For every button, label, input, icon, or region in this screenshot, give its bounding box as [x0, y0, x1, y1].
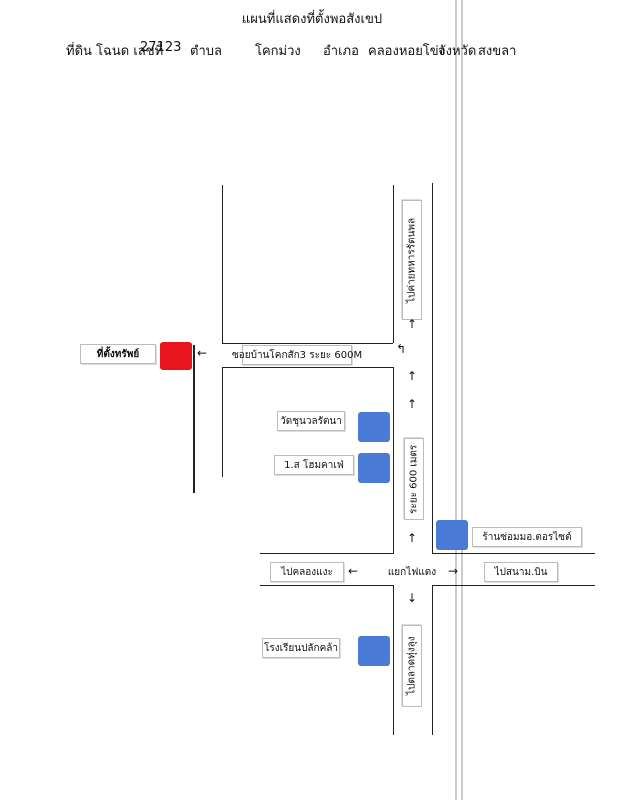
tambon-label: ตำบล: [190, 44, 222, 59]
arrow-up-icon: ↑: [407, 531, 418, 545]
cross-road-north-edge-west: [260, 553, 394, 554]
main-road-west-edge-upper: [393, 185, 394, 343]
south-road-west-edge: [393, 585, 394, 735]
junction-label: แยกไฟแดง: [379, 562, 445, 582]
arrow-up-icon: ↑: [407, 397, 418, 411]
shop-label: ร้านซ่อมมอ.ตอรไซต์: [472, 527, 582, 547]
soi-label: ซอยบ้านโคกสัก3 ระยะ 600M: [232, 345, 362, 365]
arrow-right-icon: →: [448, 564, 459, 578]
south-road-east-edge: [432, 585, 433, 735]
main-road-west-edge-middle: [393, 367, 394, 553]
deed-number: 27123: [140, 40, 182, 55]
tambon-value: โคกม่วง: [255, 44, 301, 59]
map-title: แผนที่แสดงที่ตั้งพอสังเขป: [241, 12, 383, 27]
to-thung-lung-label: ไปตลาดทุ่งลุง: [402, 625, 422, 707]
province-value: สงขลา: [478, 44, 517, 59]
homestay-label: 1.ส โฮมคาเฟ่: [274, 455, 354, 475]
arrow-left-icon: ←: [197, 346, 208, 360]
to-army-camp-label: ไปค่ายทหารรัตนพล: [402, 200, 422, 320]
cross-road-north-edge-east: [432, 553, 595, 554]
property-marker: [160, 342, 192, 370]
road-left-edge-property: [193, 345, 195, 493]
arrow-corner-icon: ↰: [396, 342, 407, 356]
temple-label: วัดชุนวลรัตนา: [277, 411, 345, 431]
distance-label: ระยะ 600 เมตร: [404, 438, 424, 520]
arrow-left-icon: ←: [348, 564, 359, 578]
soi-top-edge: [222, 343, 393, 344]
to-airport-label: ไปสนาม.บิน: [484, 562, 558, 582]
main-road-east-edge: [432, 183, 433, 553]
property-label: ที่ตั้งทรัพย์: [80, 344, 156, 364]
cross-road-south-edge-east: [432, 585, 595, 586]
shop-marker: [436, 520, 468, 550]
amphoe-value: คลองหอยโข่ง: [368, 44, 446, 59]
arrow-down-icon: ↓: [407, 591, 418, 605]
school-label: โรงเรียนปลักคล้า: [262, 638, 340, 658]
road-left-edge-upper: [222, 185, 223, 343]
homestay-marker: [358, 453, 390, 483]
arrow-up-icon: ↑: [407, 317, 418, 331]
amphoe-label: อำเภอ: [323, 44, 359, 59]
road-left-lower: [222, 367, 223, 477]
deed-label: ที่ดิน โฉนด เลขที่: [66, 44, 164, 59]
school-marker: [358, 636, 390, 666]
cross-road-south-edge-west: [260, 585, 394, 586]
soi-bottom-edge: [222, 367, 393, 368]
to-khlong-hae-label: ไปคลองแงะ: [270, 562, 344, 582]
temple-marker: [358, 412, 390, 442]
arrow-up-icon: ↑: [407, 369, 418, 383]
province-label: จังหวัด: [438, 44, 477, 59]
